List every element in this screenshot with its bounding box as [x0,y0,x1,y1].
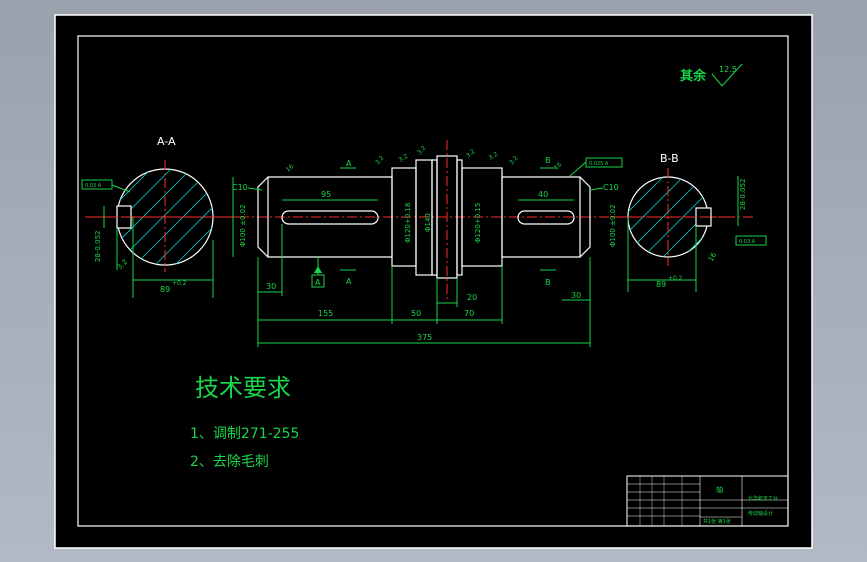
roughness-mark: 16 [285,163,295,173]
dim-95: 95 [321,190,331,199]
title-drawing: 传动轴设计 [748,510,773,517]
section-b-title: B-B [660,152,679,165]
notes-title: 技术要求 [195,374,291,402]
roughness-mark: 3.2 [374,154,386,166]
tolerance-frame-right [735,235,767,246]
roughness-mark: 3.2 [465,148,477,160]
section-mark-b-bottom: B [545,278,551,287]
tol-right-text: 0.03 A [739,239,756,245]
dim-key-b-width: 28-0.052 [739,179,747,210]
tolerance-frame-left [81,179,113,190]
roughness-mark: 3.2 [488,151,500,162]
roughness-right: 16 [707,251,719,263]
dim-50: 50 [411,309,421,318]
title-sheet: 共1张 第1张 [703,518,731,525]
dim-dia-140: Φ140 [424,213,432,232]
dim-key-a-tol: +0.2 [172,280,187,287]
tol-left-text: 0.03 A [85,183,102,189]
dim-155: 155 [318,309,333,318]
dim-20: 20 [467,293,477,302]
datum-label: A [315,278,321,287]
roughness-mark: 16 [553,161,563,171]
roughness-symbol-icon [711,63,743,87]
chamfer-left: C10 [232,183,248,192]
section-mark-a-top: A [346,159,352,168]
roughness-mark: 3.2 [416,144,428,156]
roughness-mark: 3.2 [508,154,520,166]
dim-key-b-depth: 89 [656,280,666,289]
dim-375: 375 [417,333,432,342]
leader-line [111,184,131,193]
roughness-rest-value: 12.5 [719,65,737,74]
title-company: 北华航天工业 [748,495,778,502]
leader-line [247,187,263,191]
dim-30-left: 30 [266,282,276,291]
roughness-mark: 3.2 [398,153,410,164]
dim-dia-right: Φ100 ±0.02 [609,204,617,247]
roughness-rest-label: 其余 [680,68,707,84]
section-mark-a-bottom: A [346,277,352,286]
chamfer-right: C10 [603,183,619,192]
title-part-name: 轴 [716,485,723,494]
extension-lines [257,224,591,347]
tol-top-text: 0.025 A [589,161,609,167]
dim-dia-120-left: Φ120+0.18 [404,203,412,243]
dim-key-a-width: 28-0.052 [94,231,102,262]
dim-40: 40 [538,190,548,199]
dim-key-a-depth: 89 [160,285,170,294]
notes-item-2: 2、去除毛刺 [190,454,269,470]
title-block [626,475,789,527]
section-mark-b-top: B [545,156,551,165]
dim-dia-120-right: Φ120+0.15 [474,203,482,243]
section-a-title: A-A [157,135,176,148]
dim-dia-left: Φ100 ±0.02 [239,204,247,247]
dim-key-b-tol: +0.2 [668,275,683,282]
drawing-frame [77,35,789,527]
leader-line [589,187,604,191]
dim-30-right: 30 [571,291,581,300]
notes-item-1: 1、调制271-255 [190,426,299,442]
shaft-outline [257,155,591,279]
dim-70: 70 [464,309,474,318]
drawing-sheet [54,14,813,549]
leader-line [569,161,587,177]
